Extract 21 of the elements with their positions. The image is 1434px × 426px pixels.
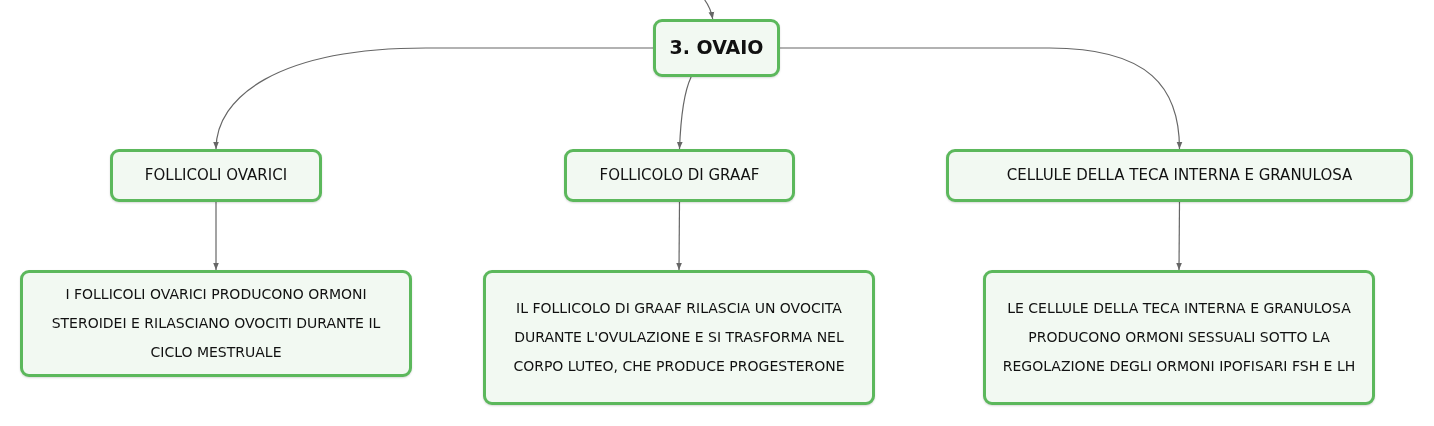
node-text: LE CELLULE DELLA TECA INTERNA E GRANULOSA PRODUCONO ORMONI SESSUALI SOTTO LA REGOLAZIONE DEGLI ORMONI IPOFISARI FSH E LH — [1001, 299, 1357, 376]
concept-box — [483, 270, 875, 405]
node-text: I FOLLICOLI OVARICI PRODUCONO ORMONI STEROIDEI E RILASCIANO OVOCITI DURANTE IL CICLO MESTRUALE — [50, 285, 382, 362]
concept-box — [20, 270, 412, 377]
connector-arrow — [676, 201, 682, 271]
connector-arrow — [676, 76, 692, 150]
concept-box — [110, 149, 322, 202]
concept-box — [946, 149, 1413, 202]
connector-arrow — [779, 47, 1183, 150]
connector-arrow — [704, 0, 715, 20]
concept-box — [983, 270, 1375, 405]
node-text: FOLLICOLI OVARICI — [144, 166, 288, 185]
node-text: CELLULE DELLA TECA INTERNA E GRANULOSA — [1006, 166, 1353, 185]
node-text: IL FOLLICOLO DI GRAAF RILASCIA UN OVOCITA DURANTE L'OVULAZIONE E SI TRASFORMA NEL CORPO LUTEO, CHE PRODUCE PROGESTERONE — [512, 299, 846, 376]
connector-arrow — [213, 201, 219, 271]
connector-arrow — [213, 47, 654, 150]
node-text: 3. OVAIO — [669, 36, 764, 60]
connector-arrow — [1176, 201, 1182, 271]
topic-box — [653, 19, 780, 77]
concept-box — [564, 149, 795, 202]
node-text: FOLLICOLO DI GRAAF — [599, 166, 760, 185]
